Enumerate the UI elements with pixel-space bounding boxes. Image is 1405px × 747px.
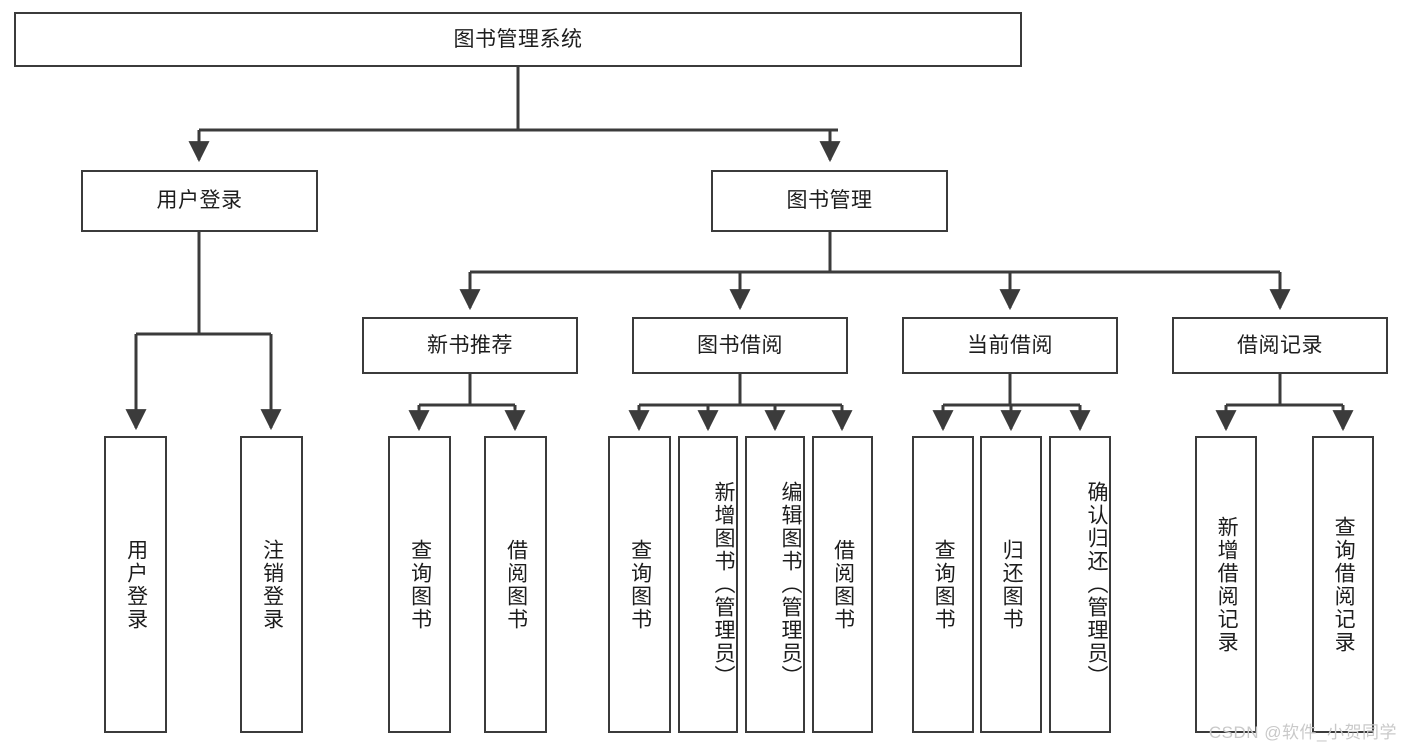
node-book-borrow[interactable]: 图书借阅 [632, 317, 848, 374]
leaf-confirm-return-admin[interactable]: 确认归还（管理员） [1049, 436, 1111, 733]
leaf-query-borrow-record-label: 查询借阅记录 [1332, 515, 1356, 654]
leaf-add-borrow-record-label: 新增借阅记录 [1215, 515, 1239, 654]
leaf-return-book-label: 归还图书 [1000, 538, 1024, 631]
leaf-edit-book-admin[interactable]: 编辑图书（管理员） [745, 436, 805, 733]
leaf-query-book-3[interactable]: 查询图书 [912, 436, 974, 733]
node-borrow-record[interactable]: 借阅记录 [1172, 317, 1388, 374]
leaf-user-login-label: 用户登录 [124, 538, 148, 631]
leaf-query-book-1[interactable]: 查询图书 [388, 436, 451, 733]
node-root-label: 图书管理系统 [453, 27, 583, 51]
leaf-edit-book-admin-label: 编辑图书（管理员） [779, 481, 802, 688]
leaf-add-borrow-record[interactable]: 新增借阅记录 [1195, 436, 1257, 733]
leaf-query-book-3-label: 查询图书 [932, 538, 956, 631]
leaf-user-logout-label: 注销登录 [260, 538, 284, 631]
leaf-borrow-book-1[interactable]: 借阅图书 [484, 436, 547, 733]
node-user-login-label: 用户登录 [156, 189, 243, 213]
node-book-manage[interactable]: 图书管理 [711, 170, 948, 232]
leaf-add-book-admin[interactable]: 新增图书（管理员） [678, 436, 738, 733]
leaf-borrow-book-2[interactable]: 借阅图书 [812, 436, 873, 733]
node-book-manage-label: 图书管理 [786, 189, 873, 213]
leaf-confirm-return-admin-label: 确认归还（管理员） [1085, 481, 1108, 688]
node-current-borrow-label: 当前借阅 [967, 333, 1053, 357]
leaf-query-borrow-record[interactable]: 查询借阅记录 [1312, 436, 1374, 733]
leaf-query-book-1-label: 查询图书 [408, 538, 432, 631]
leaf-add-book-admin-label: 新增图书（管理员） [712, 481, 735, 688]
leaf-return-book[interactable]: 归还图书 [980, 436, 1042, 733]
leaf-query-book-2[interactable]: 查询图书 [608, 436, 671, 733]
node-borrow-record-label: 借阅记录 [1237, 333, 1323, 357]
csdn-watermark: CSDN @软件_小贺同学 [1208, 723, 1397, 742]
leaf-borrow-book-1-label: 借阅图书 [504, 538, 528, 631]
node-book-borrow-label: 图书借阅 [697, 333, 783, 357]
node-new-book-recommend[interactable]: 新书推荐 [362, 317, 578, 374]
leaf-user-logout[interactable]: 注销登录 [240, 436, 303, 733]
node-new-book-recommend-label: 新书推荐 [427, 333, 513, 357]
node-current-borrow[interactable]: 当前借阅 [902, 317, 1118, 374]
leaf-query-book-2-label: 查询图书 [628, 538, 652, 631]
node-user-login[interactable]: 用户登录 [81, 170, 318, 232]
leaf-borrow-book-2-label: 借阅图书 [831, 538, 855, 631]
leaf-user-login[interactable]: 用户登录 [104, 436, 167, 733]
node-root[interactable]: 图书管理系统 [14, 12, 1022, 67]
